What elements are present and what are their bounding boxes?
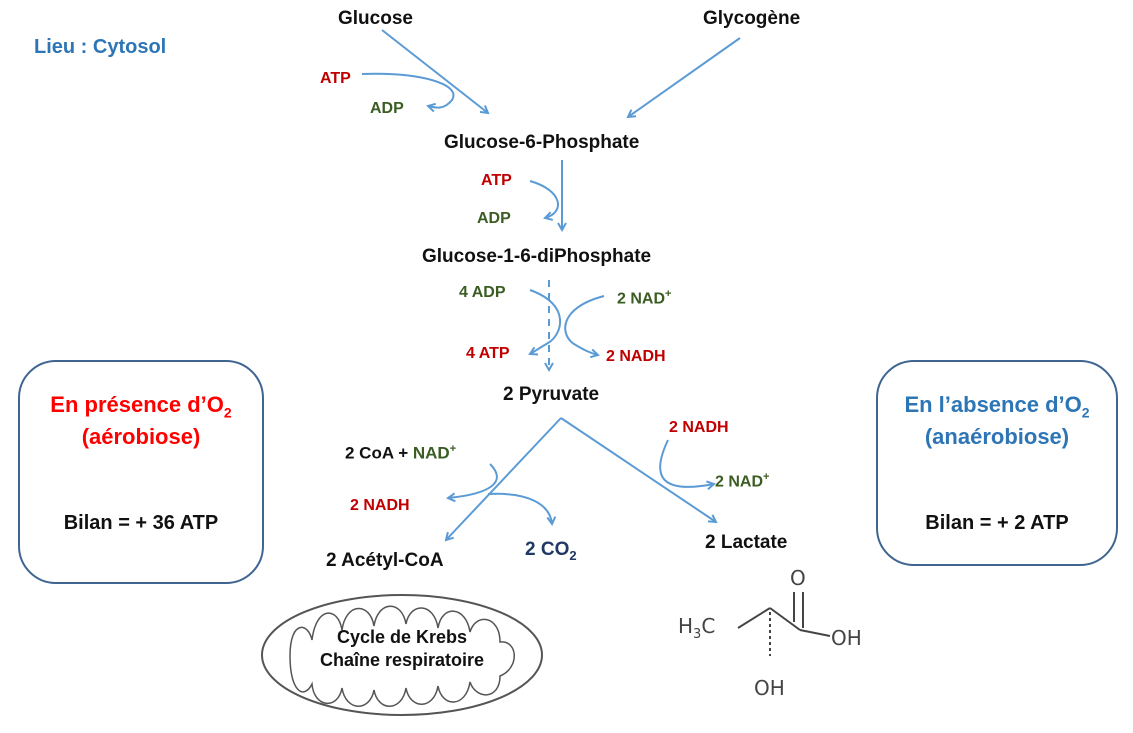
arrow-glucose-g6p [381,29,488,113]
nad-plus-label-2: 2 NAD+ [715,471,770,491]
acetylcoa-label: 2 Acétyl-CoA [326,550,444,571]
lactate-structure-icon [737,592,831,656]
nad-plus-label-1: 2 NAD+ [617,288,672,308]
adp-4-label: 4 ADP [459,284,506,301]
coa-nad-label: 2 CoA + NAD+ [345,443,457,463]
arrow-glycogen-g6p [628,37,741,117]
glycogen-label: Glycogène [703,8,801,29]
arrow-atp-adp-1 [361,72,455,108]
arrow-adp-atp-4 [530,289,561,354]
adp-label-2: ADP [477,210,511,227]
lactate-oh-right: OH [831,626,862,650]
lactate-label: 2 Lactate [705,532,788,553]
arrow-atp-adp-2 [529,180,559,218]
anaerobic-bilan: Bilan = + 2 ATP [925,512,1069,534]
arrow-nad-nadh-1 [564,295,605,355]
nadh-label-2: 2 NADH [350,497,410,514]
arrow-nadh-nad-lactate [659,439,714,487]
co2-label: 2 CO2 [525,539,577,563]
atp-label-2: ATP [481,172,512,189]
nadh-label-3: 2 NADH [669,419,729,436]
glucose-6-phosphate-label: Glucose-6-Phosphate [444,132,640,153]
atp-4-label: 4 ATP [466,345,510,362]
glucose-label: Glucose [338,8,413,29]
respiratory-chain-label: Chaîne respiratoire [319,650,485,671]
adp-label-1: ADP [370,100,404,117]
pyruvate-label: 2 Pyruvate [503,384,600,405]
location-label: Lieu : Cytosol [34,36,167,58]
atp-label-1: ATP [320,70,351,87]
lactate-o-top: O [790,566,806,590]
glucose-1-6-diphosphate-label: Glucose-1-6-diPhosphate [422,246,652,267]
anaerobic-title: En l’absence d’O2 (anaérobiose) [904,392,1090,450]
arrow-nad-nadh-2 [448,463,498,498]
nadh-label-1: 2 NADH [606,348,666,365]
mitochondrion-icon [261,594,543,716]
arrow-co2 [487,492,552,524]
arrow-pyruvate-acetylcoa [446,417,562,540]
aerobic-title: En présence d’O2 (aérobiose) [50,392,232,450]
krebs-cycle-label: Cycle de Krebs [336,627,468,647]
aerobic-bilan: Bilan = + 36 ATP [63,512,219,534]
aerobic-box: En présence d’O2 (aérobiose) Bilan = + 3… [18,360,264,584]
lactate-oh-bottom: OH [754,676,785,700]
arrow-pyruvate-lactate [560,417,716,522]
lactate-h3c: H3C [678,614,716,642]
mitochondrion-label: Cycle de Krebs Chaîne respiratoire [262,626,542,673]
anaerobic-box: En l’absence d’O2 (anaérobiose) Bilan = … [876,360,1118,566]
